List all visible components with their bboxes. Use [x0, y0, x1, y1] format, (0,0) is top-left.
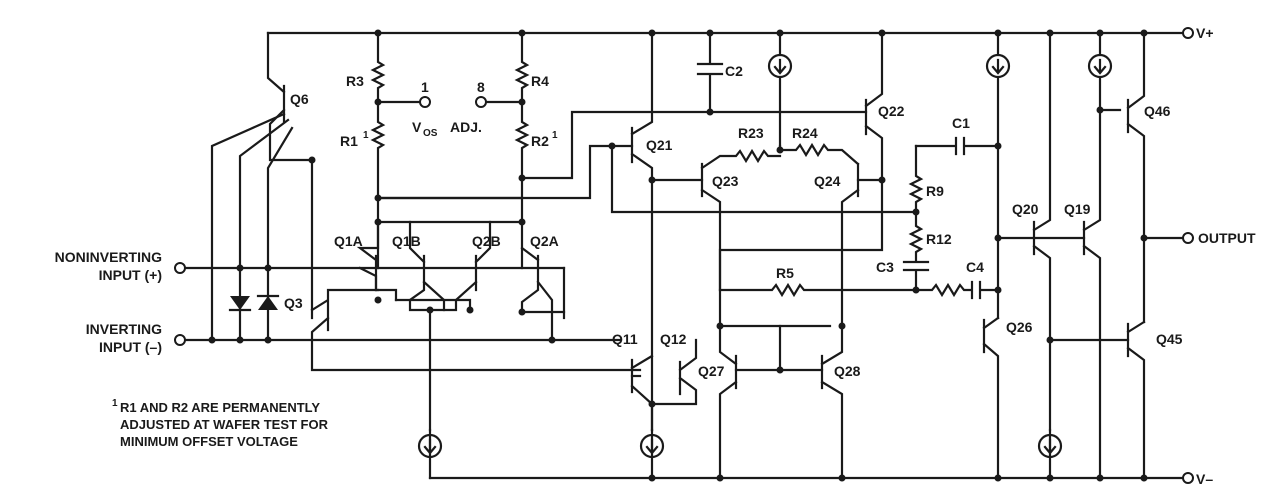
label-r5: R5	[776, 265, 794, 281]
current-mirrors	[630, 322, 846, 482]
label-r2-sup: 1	[552, 130, 558, 141]
input-pairs	[356, 220, 566, 432]
label-q27: Q27	[698, 363, 725, 379]
label-r4: R4	[531, 73, 549, 89]
label-vos-sub: OS	[423, 128, 438, 139]
current-source-2	[639, 433, 665, 459]
footnote-mark: 1	[112, 398, 118, 409]
vplus-label: V+	[1196, 25, 1214, 41]
label-r1: R1	[340, 133, 358, 149]
label-q1b: Q1B	[392, 233, 421, 249]
footnote-line-3: MINIMUM OFFSET VOLTAGE	[120, 434, 298, 449]
label-q20: Q20	[1012, 201, 1039, 217]
label-q24: Q24	[814, 173, 841, 189]
label-q2a: Q2A	[530, 233, 559, 249]
label-q19: Q19	[1064, 201, 1091, 217]
vminus-terminal	[1182, 472, 1194, 484]
label-q11: Q11	[612, 331, 638, 347]
label-c3: C3	[876, 259, 894, 275]
label-c2: C2	[725, 63, 743, 79]
label-q28: Q28	[834, 363, 861, 379]
label-q6: Q6	[290, 91, 309, 107]
label-r1-sup: 1	[363, 130, 369, 141]
vos-pin-1	[419, 96, 431, 108]
label-q22: Q22	[878, 103, 905, 119]
label-q1a: Q1A	[334, 233, 363, 249]
label-q45: Q45	[1156, 331, 1183, 347]
component-labels: Q6 R3 R4 R1 1 R2 1 1 8 V OS ADJ. C2 Q21 …	[55, 63, 1256, 379]
label-output: OUTPUT	[1198, 230, 1256, 246]
offset-resistors	[370, 29, 868, 270]
gain-stage-top	[608, 29, 1148, 432]
current-source-3	[1037, 433, 1063, 459]
vminus-label: V–	[1196, 471, 1213, 487]
vplus-terminal	[1182, 27, 1194, 39]
label-c1: C1	[952, 115, 970, 131]
label-adj: ADJ.	[450, 119, 482, 135]
label-r2: R2	[531, 133, 549, 149]
current-sources	[417, 31, 1122, 480]
label-inverting-1: INVERTING	[86, 321, 162, 337]
label-q23: Q23	[712, 173, 739, 189]
label-r23: R23	[738, 125, 764, 141]
output-stage	[982, 31, 1194, 482]
label-q2b: Q2B	[472, 233, 501, 249]
adj-pin-8	[475, 96, 487, 108]
label-r9: R9	[926, 183, 944, 199]
output-terminal	[1182, 232, 1194, 244]
inverting-terminal	[174, 334, 186, 346]
diff-stage	[648, 142, 886, 328]
label-vos-pin: 1	[421, 79, 429, 95]
supply-rails: V+ V–	[266, 25, 1214, 487]
label-adj-pin: 8	[477, 79, 485, 95]
label-r24: R24	[792, 125, 818, 141]
diode-2	[258, 296, 278, 310]
footnote-line-1: R1 AND R2 ARE PERMANENTLY	[120, 400, 320, 415]
q3-transistor	[310, 288, 642, 372]
noninverting-terminal	[174, 262, 186, 274]
current-source-1	[417, 433, 443, 459]
footnote: 1 R1 AND R2 ARE PERMANENTLY ADJUSTED AT …	[112, 398, 329, 449]
label-inverting-2: INPUT (–)	[99, 339, 162, 355]
label-q3: Q3	[284, 295, 303, 311]
label-vos: V	[412, 119, 422, 135]
label-q26: Q26	[1006, 319, 1033, 335]
label-q12: Q12	[660, 331, 687, 347]
label-r3: R3	[346, 73, 364, 89]
compensation-network	[718, 136, 1002, 300]
q6-network	[174, 31, 622, 346]
diode-1	[230, 296, 250, 310]
label-q21: Q21	[646, 137, 673, 153]
label-q46: Q46	[1144, 103, 1171, 119]
label-c4: C4	[966, 259, 984, 275]
label-noninverting-2: INPUT (+)	[99, 267, 162, 283]
footnote-line-2: ADJUSTED AT WAFER TEST FOR	[120, 417, 329, 432]
label-noninverting-1: NONINVERTING	[55, 249, 162, 265]
label-r12: R12	[926, 231, 952, 247]
